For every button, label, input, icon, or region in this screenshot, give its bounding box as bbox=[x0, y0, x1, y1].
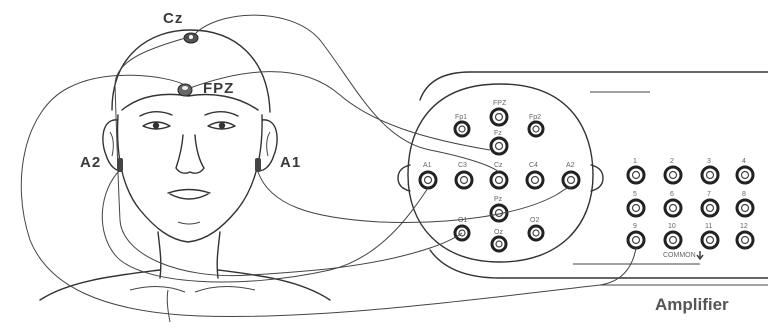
common-arrow-icon bbox=[697, 251, 703, 259]
amp-jack-8[interactable]: 8 bbox=[737, 191, 753, 216]
a1-label: A1 bbox=[280, 154, 301, 171]
jack-cz-box[interactable]: Cz bbox=[491, 162, 507, 188]
jack-label-cz: Cz bbox=[494, 162, 503, 169]
amp-jack-11[interactable]: 11 bbox=[702, 223, 718, 248]
jack-fp2[interactable]: Fp2 bbox=[529, 114, 543, 136]
jack-pz[interactable]: Pz bbox=[491, 196, 507, 221]
amp-jack-label: 12 bbox=[740, 223, 748, 230]
amp-jack-6[interactable]: 6 bbox=[665, 191, 681, 216]
jack-label-a1: A1 bbox=[423, 162, 432, 169]
jack-label-o1: O1 bbox=[458, 217, 467, 224]
amp-jack-2[interactable]: 2 bbox=[665, 158, 681, 183]
amp-jack-label: 11 bbox=[705, 223, 712, 230]
a2-label: A2 bbox=[80, 154, 101, 171]
amp-jack-label: 5 bbox=[633, 191, 637, 198]
amp-jack-label: 6 bbox=[670, 191, 674, 198]
amp-jack-5[interactable]: 5 bbox=[628, 191, 644, 216]
jack-c3[interactable]: C3 bbox=[456, 162, 472, 188]
jack-o2[interactable]: O2 bbox=[529, 217, 543, 240]
jack-label-fpz: FPZ bbox=[493, 100, 507, 107]
jack-label-fp1: Fp1 bbox=[455, 114, 467, 121]
amp-jack-label: 7 bbox=[707, 191, 711, 198]
amp-jack-10[interactable]: 10 bbox=[665, 223, 681, 248]
amp-jack-label: 8 bbox=[742, 191, 746, 198]
fpz-electrode[interactable] bbox=[178, 84, 192, 96]
amp-jack-label: 4 bbox=[742, 158, 746, 165]
amp-jack-label: 1 bbox=[633, 158, 637, 165]
amplifier-jacks: 1 2 3 4 5 6 7 8 9 10 11 12 COMMON bbox=[628, 158, 753, 259]
jack-fpz[interactable]: FPZ bbox=[491, 100, 507, 125]
jack-label-pz: Pz bbox=[494, 196, 503, 203]
jack-label-c4: C4 bbox=[529, 162, 538, 169]
jack-c4[interactable]: C4 bbox=[527, 162, 543, 188]
jack-oz[interactable]: Oz bbox=[492, 229, 506, 251]
common-label: COMMON bbox=[663, 252, 696, 259]
jack-label-fp2: Fp2 bbox=[529, 114, 541, 121]
amp-jack-7[interactable]: 7 bbox=[702, 191, 718, 216]
jack-a2-box[interactable]: A2 bbox=[563, 162, 579, 188]
amp-jack-1[interactable]: 1 bbox=[628, 158, 644, 183]
amp-jack-label: 9 bbox=[633, 223, 637, 230]
amp-jack-3[interactable]: 3 bbox=[702, 158, 718, 183]
amp-jack-12[interactable]: 12 bbox=[737, 223, 753, 248]
electrode-wires bbox=[21, 15, 636, 316]
amp-jack-4[interactable]: 4 bbox=[737, 158, 753, 183]
amplifier-label: Amplifier bbox=[655, 295, 729, 314]
amp-jack-label: 10 bbox=[668, 223, 676, 230]
jack-label-oz: Oz bbox=[494, 229, 503, 236]
cz-label: Cz bbox=[163, 10, 183, 27]
jack-fz[interactable]: Fz bbox=[491, 130, 507, 154]
jack-fp1[interactable]: Fp1 bbox=[455, 114, 469, 136]
jack-a1-box[interactable]: A1 bbox=[420, 162, 436, 188]
amp-jack-label: 2 bbox=[670, 158, 674, 165]
amp-jack-label: 3 bbox=[707, 158, 711, 165]
jack-label-o2: O2 bbox=[530, 217, 539, 224]
amp-jack-9[interactable]: 9 bbox=[628, 223, 644, 248]
jack-label-a2: A2 bbox=[566, 162, 575, 169]
jack-label-fz: Fz bbox=[494, 130, 502, 137]
a1-electrode[interactable] bbox=[255, 158, 261, 172]
head-box-jacks: FPZ Fp1 Fp2 Fz A1 C3 Cz bbox=[420, 100, 579, 251]
jack-label-c3: C3 bbox=[458, 162, 467, 169]
